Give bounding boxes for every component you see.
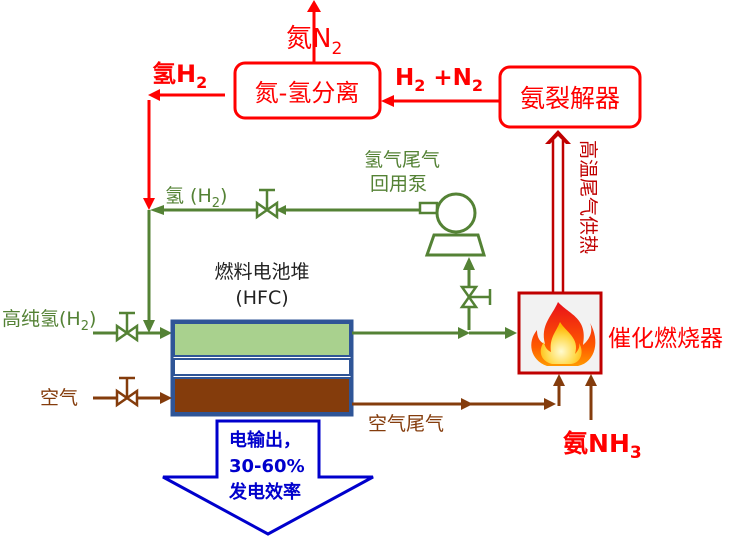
recycle-line <box>150 205 420 215</box>
ammonia-in-label: 氨NH3 <box>563 429 642 463</box>
air-valve-icon[interactable] <box>115 376 139 408</box>
air-exhaust-line <box>352 374 565 410</box>
fuel-cell-stack <box>170 319 354 417</box>
air-in-label: 空气 <box>40 387 78 409</box>
recycled-h2-label: 氢 (H2) <box>165 185 227 211</box>
nitrogen-out-label: 氮N2 <box>286 24 342 59</box>
output-line2: 30-60% <box>229 456 305 477</box>
anode-layer <box>173 322 351 357</box>
power-output-arrow <box>162 419 374 536</box>
output-line3: 发电效率 <box>228 481 301 503</box>
h2-feed-down-line <box>143 210 155 333</box>
pump-label-line2: 回用泵 <box>370 173 427 195</box>
pump-label-line1: 氢气尾气 <box>364 149 440 171</box>
ammonia-in-line <box>585 374 597 420</box>
pump-valve-icon[interactable] <box>459 285 492 309</box>
fuel-cell-subtitle: (HFC) <box>235 287 288 309</box>
heat-supply-arrow <box>545 130 571 292</box>
recycle-valve-icon[interactable] <box>255 188 279 220</box>
heat-supply-label: 高温尾气供热 <box>577 140 599 254</box>
hydrogen-out-label: 氢H2 <box>152 60 207 92</box>
pure-h2-label: 高纯氢(H2) <box>2 308 96 334</box>
nitrogen-vent-arrow <box>307 0 321 62</box>
cracker-box: 氨裂解器 <box>498 65 642 129</box>
separator-label: 氮-氢分离 <box>255 79 360 107</box>
output-line1: 电输出， <box>229 429 301 451</box>
cracked-gas-arrow <box>381 95 500 107</box>
anode-exhaust-line <box>352 327 517 339</box>
electrolyte-layer <box>173 358 351 376</box>
burner-box <box>517 291 603 375</box>
hydrogen-return-line <box>143 89 225 210</box>
burner-label: 催化燃烧器 <box>608 326 723 352</box>
pump-icon[interactable] <box>418 192 487 257</box>
separator-box: 氮-氢分离 <box>233 61 382 120</box>
cracker-label: 氨裂解器 <box>520 84 620 113</box>
air-exhaust-label: 空气尾气 <box>368 413 444 435</box>
cathode-layer <box>173 377 351 414</box>
fuel-cell-title: 燃料电池堆 <box>214 261 309 283</box>
cracked-gas-label: H2 +N2 <box>395 65 483 95</box>
pure-h2-valve-icon[interactable] <box>115 311 139 343</box>
flame-icon <box>531 302 596 366</box>
